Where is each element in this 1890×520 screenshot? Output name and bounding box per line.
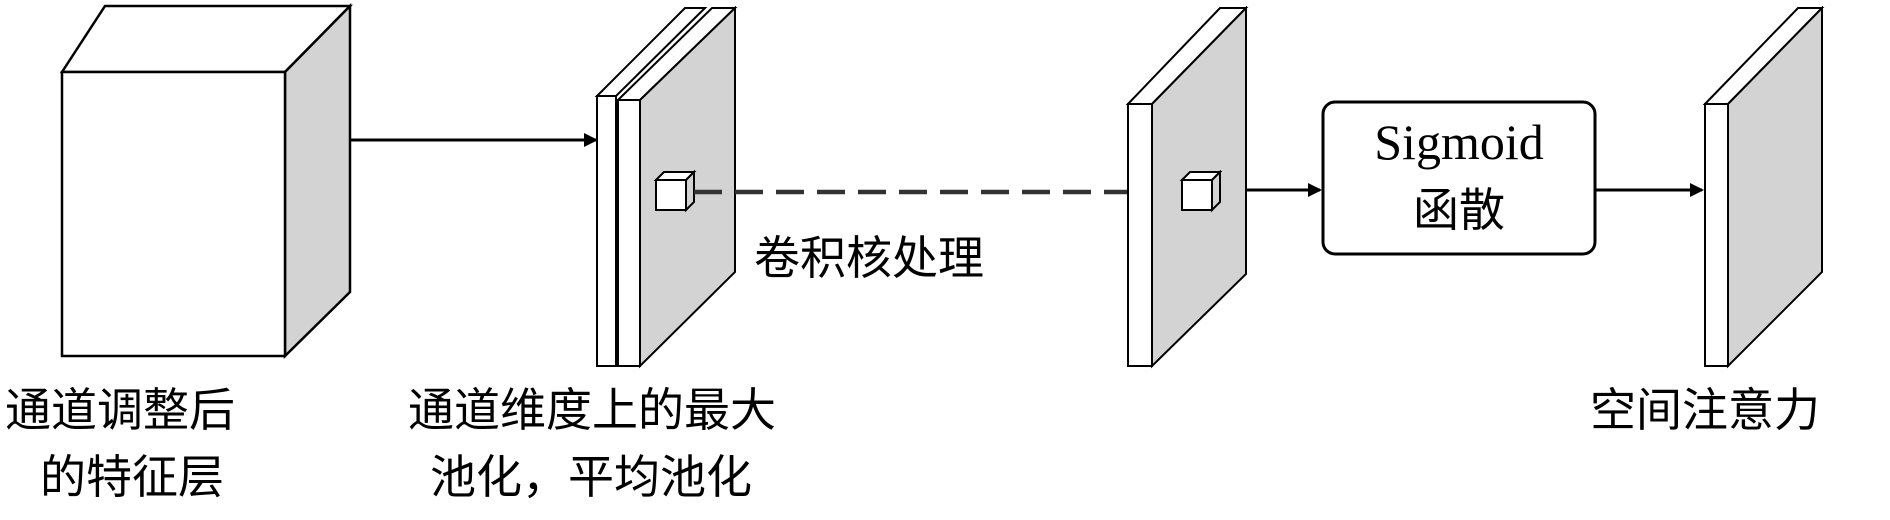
pooling-label-line2: 池化，平均池化 — [430, 450, 752, 504]
pooling-label-line1: 通道维度上的最大 — [408, 383, 776, 437]
spatial-attention-map — [1702, 5, 1825, 369]
kernel-cube-left — [653, 169, 697, 213]
sigmoid-box — [1321, 100, 1597, 256]
convolution-label: 卷积核处理 — [754, 231, 984, 285]
pooled-feature-maps — [594, 5, 738, 369]
sigmoid-label-line2: 函散 — [1413, 183, 1505, 237]
kernel-cube-right — [1179, 169, 1223, 213]
input-feature-cube — [59, 2, 353, 359]
input-label-line2: 的特征层 — [40, 450, 224, 504]
input-label-line1: 通道调整后 — [5, 383, 235, 437]
output-label: 空间注意力 — [1590, 383, 1820, 437]
sigmoid-label-line1: Sigmoid — [1374, 114, 1544, 170]
